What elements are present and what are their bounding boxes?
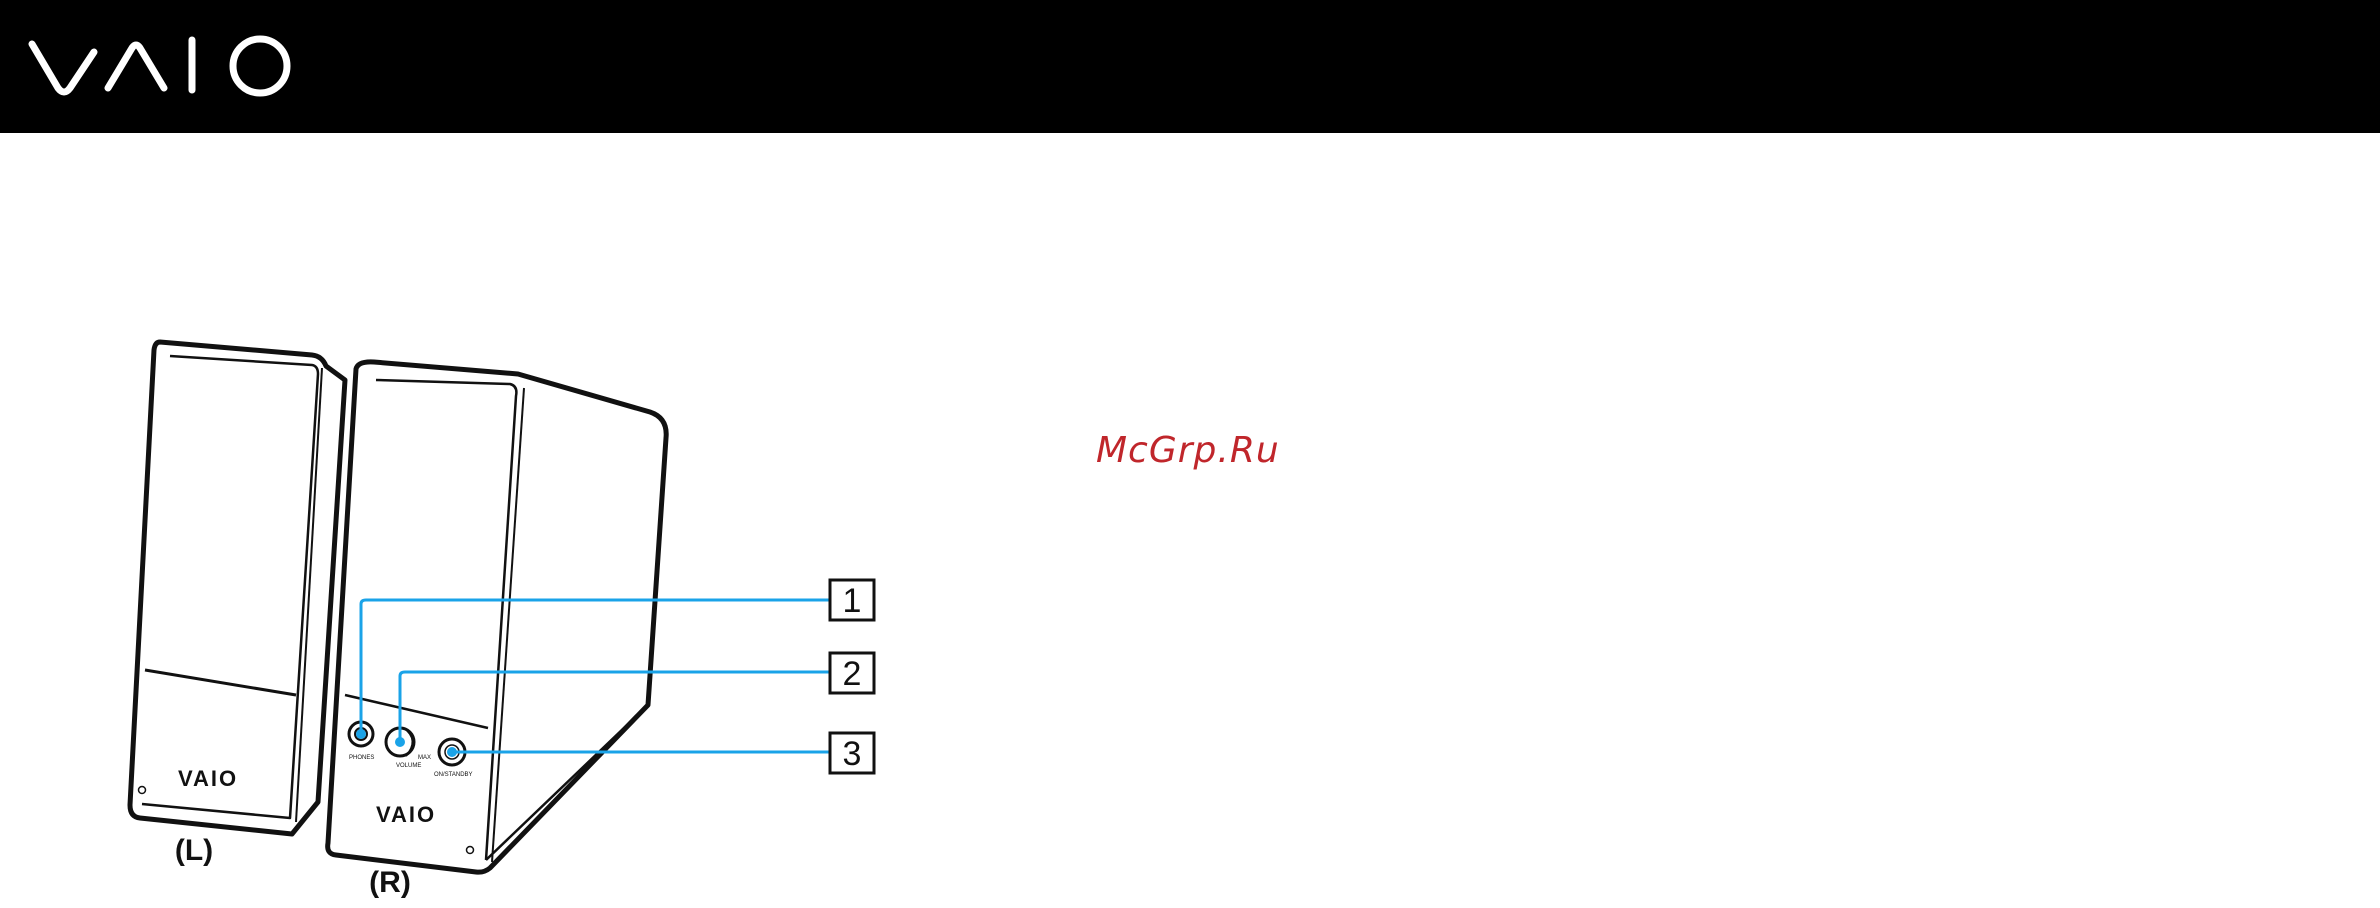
callout-dot-1	[356, 729, 366, 739]
phones-label: PHONES	[349, 755, 374, 761]
callout-dot-2	[395, 737, 405, 747]
callout-dot-3	[447, 747, 457, 757]
callout-number-1: 1	[843, 582, 862, 620]
volume-max-label: MAX	[418, 755, 431, 761]
volume-label: VOLUME	[396, 763, 421, 769]
right-speaker-brand: VAIO	[376, 802, 436, 827]
left-speaker-label: (L)	[175, 834, 213, 867]
callout-number-3: 3	[843, 735, 862, 773]
right-speaker	[328, 362, 667, 872]
callout-number-2: 2	[843, 655, 862, 693]
watermark: McGrp.Ru	[1096, 430, 1280, 471]
right-speaker-label: (R)	[369, 866, 411, 899]
power-label: ON/STANDBY	[434, 772, 473, 778]
left-speaker-brand: VAIO	[178, 766, 238, 791]
left-speaker	[130, 342, 345, 834]
